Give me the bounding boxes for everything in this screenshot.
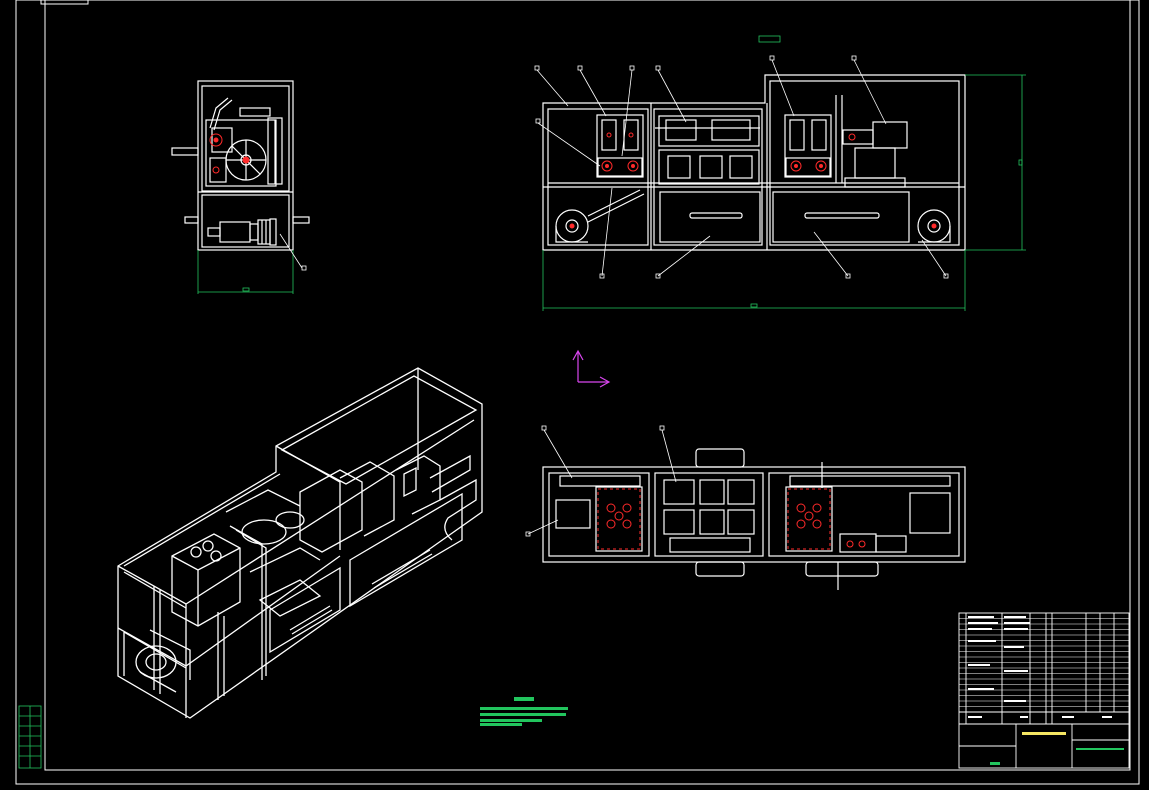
isometric-view[interactable]: [117, 367, 483, 719]
front-view-leaders: [534, 55, 949, 279]
drawing-title-marks: [1022, 732, 1066, 735]
side-view-red-details: [209, 133, 250, 174]
title-block-text-marks: [968, 616, 1112, 718]
technical-notes: [480, 697, 568, 726]
front-view-red-details: [569, 132, 937, 229]
side-view-leader: [279, 233, 307, 271]
top-view[interactable]: [542, 448, 966, 590]
side-view[interactable]: [171, 80, 310, 251]
margin-table: [18, 705, 42, 769]
title-block-green-marks: [990, 748, 1124, 765]
top-view-red-details: [597, 488, 866, 550]
title-block: [958, 612, 1130, 769]
sheet-border: [15, 0, 1140, 785]
ucs-icon: [572, 349, 611, 388]
front-view-dimensions: [542, 35, 1026, 311]
top-view-leaders: [525, 425, 677, 537]
side-view-dimensions: [197, 250, 294, 294]
front-view[interactable]: [542, 74, 966, 251]
title-block-rows: [959, 618, 1129, 707]
